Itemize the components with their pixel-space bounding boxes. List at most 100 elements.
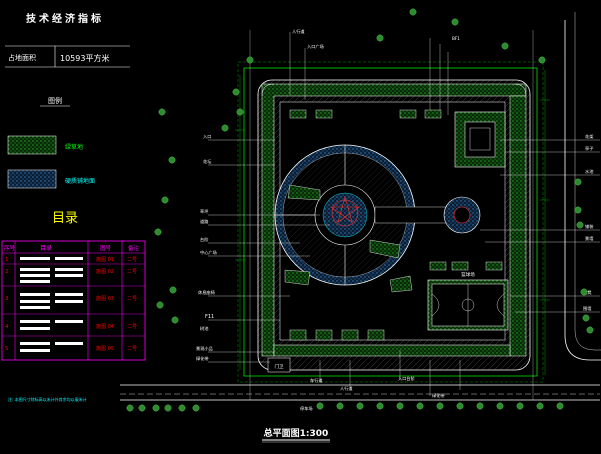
right-leader-lines (480, 139, 600, 313)
footnote: 注: 本图尺寸除标高以米计外其余均以毫米计 (8, 396, 87, 402)
tree-symbols (126, 8, 594, 412)
annotation-label: 水池 (585, 168, 594, 174)
basketball-court (427, 279, 509, 331)
table-header-no: 序号 (4, 244, 16, 252)
cyan-hatch-swatch (7, 169, 57, 189)
tree-icon (178, 404, 186, 412)
table-row-note: 二号 (127, 296, 137, 302)
left-annotations: 入口 花坛 草坪 道路 台阶 中心广场 休息座椅 树池 景观小品 绿化带 (196, 134, 217, 362)
table-heading: 目录 (52, 211, 78, 226)
table-title-bars (20, 257, 83, 352)
annotation-label: BF1 (452, 36, 460, 41)
site-plan: 篮球场 门卫 F11 (120, 12, 601, 443)
table-header-note: 备注 (128, 244, 140, 252)
left-leader-lines (208, 139, 330, 363)
tree-icon (396, 402, 404, 410)
annotation-label: 入口台阶 (398, 375, 416, 382)
planter-row (289, 109, 503, 341)
tree-icon (161, 196, 169, 204)
green-hatch-swatch (7, 135, 57, 155)
annotation-label: 人行道 (292, 28, 305, 35)
annotation-label: 台阶 (200, 236, 209, 243)
tree-icon (192, 404, 200, 412)
tree-icon (376, 34, 384, 42)
annotation-label: 中心广场 (200, 249, 217, 256)
legend-title: 图例 (48, 96, 62, 105)
tree-icon (169, 286, 177, 294)
tree-icon (580, 288, 588, 296)
tree-icon (586, 326, 594, 334)
court-label: 篮球场 (461, 271, 475, 278)
tree-icon (158, 108, 166, 116)
annotation-label: 道路 (200, 218, 209, 225)
tree-icon (556, 402, 564, 410)
bottom-annotations: 车行道 人行道 入口台阶 绿化带 停车场 (300, 375, 445, 412)
tree-icon (236, 108, 244, 116)
annotation-label: 花坛 (203, 158, 211, 165)
table-row-code: 施图 04 (96, 323, 114, 330)
annotation-label: 休息座椅 (198, 289, 215, 296)
tree-icon (582, 314, 590, 322)
annotation-label: 景观小品 (196, 345, 213, 352)
right-annotations: 花架 亭子 水池 铺装 景墙 坐凳 围墙 (583, 133, 594, 312)
tree-icon (164, 404, 172, 412)
tree-icon (138, 404, 146, 412)
table-row-note: 二号 (127, 269, 137, 275)
annotation-label: 车行道 (310, 377, 323, 384)
tree-icon (152, 404, 160, 412)
fl-label: F11 (205, 314, 214, 320)
tree-icon (356, 402, 364, 410)
annotation-label: 亭子 (585, 145, 593, 151)
table-row-no: 3 (5, 296, 9, 302)
tree-icon (126, 404, 134, 412)
tree-icon (409, 8, 417, 16)
center-star (330, 195, 360, 227)
table-row-code: 施图 01 (96, 256, 114, 263)
table-header-code: 图号 (100, 244, 112, 252)
table-row-code: 施图 03 (96, 295, 114, 302)
annotation-label: 铺装 (585, 223, 594, 230)
table-row-no: 5 (5, 346, 9, 352)
tree-icon (221, 124, 229, 132)
annotation-label: 景墙 (585, 235, 593, 242)
plan-title: 总平面图1:300 (264, 427, 329, 439)
annotation-label: 树池 (200, 325, 209, 332)
tree-icon (574, 206, 582, 214)
annotation-label: 围墙 (583, 305, 591, 312)
tree-icon (501, 42, 509, 50)
annotation-label: 入口 (203, 134, 211, 139)
tree-icon (416, 402, 424, 410)
area-value: 10593平方米 (60, 53, 109, 63)
left-panel: 技术经济指标 占地面积 10593平方米 图例 绿草地 硬质铺地面 目录 序号 … (1, 12, 146, 402)
tree-icon (496, 402, 504, 410)
bottom-leader-lines (319, 350, 461, 396)
tree-icon (538, 56, 546, 64)
annotation-label: 绿化带 (196, 355, 209, 362)
tree-icon (156, 301, 164, 309)
annotation-label: 入口广场 (307, 43, 324, 50)
tree-icon (336, 402, 344, 410)
tree-icon (476, 402, 484, 410)
table-row-note: 二号 (127, 346, 137, 352)
tree-icon (516, 402, 524, 410)
table-row-code: 施图 05 (96, 345, 114, 352)
annotation-label: 人行道 (340, 385, 353, 392)
table-row-code: 施图 02 (96, 268, 114, 275)
annotation-label: 坐凳 (583, 289, 592, 296)
gate-label: 门卫 (275, 363, 284, 370)
top-leader-lines (289, 32, 449, 115)
annotation-label: 绿化带 (432, 392, 445, 399)
drawing-index-table: 序号 目录 图号 备注 1 施图 01 二号 2 施图 02 二号 3 施图 0… (1, 240, 146, 361)
table-row-note: 二号 (127, 257, 137, 263)
annotation-label: 花架 (585, 133, 593, 140)
table-row-no: 1 (5, 257, 9, 263)
table-row-note: 二号 (127, 324, 137, 330)
table-row-no: 4 (5, 324, 9, 330)
tree-icon (451, 18, 459, 26)
tree-icon (536, 402, 544, 410)
tree-icon (436, 402, 444, 410)
tree-icon (232, 88, 240, 96)
table-row-no: 2 (5, 269, 9, 275)
tree-icon (246, 56, 254, 64)
